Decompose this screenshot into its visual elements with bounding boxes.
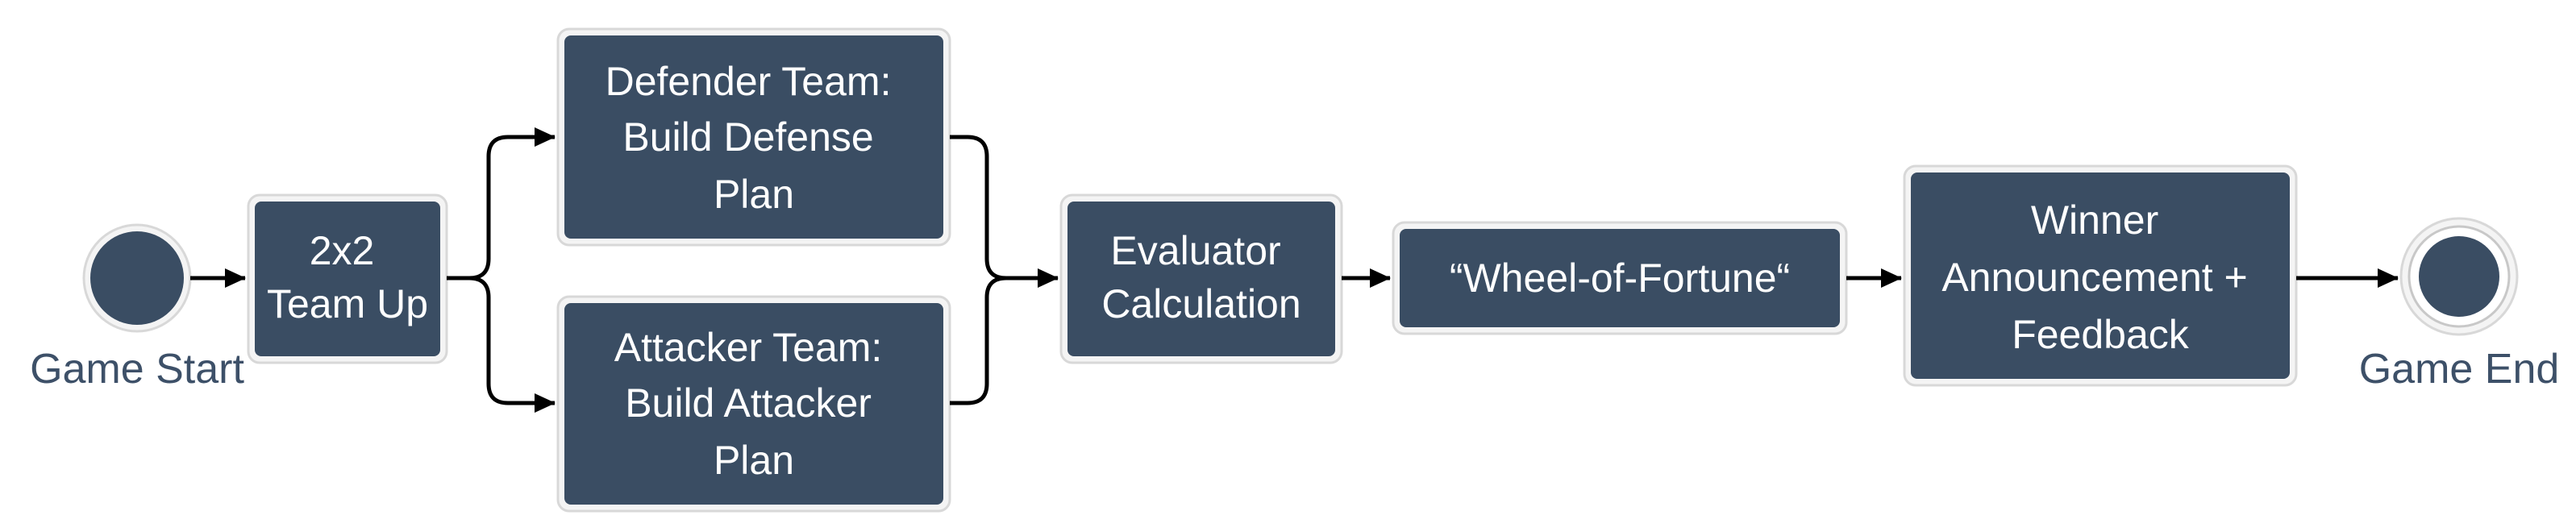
defender-box bbox=[564, 35, 943, 239]
winner-text: Winner Announcement + Feedback bbox=[1941, 197, 2258, 357]
attacker-text: Attacker Team: Build Attacker Plan bbox=[614, 325, 893, 483]
evaluator-box bbox=[1067, 202, 1335, 356]
winner-line-3: Feedback bbox=[2012, 312, 2190, 357]
attacker-line-2: Build Attacker bbox=[625, 380, 872, 426]
winner-line-1: Winner bbox=[2031, 197, 2158, 243]
team-up-line-1: 2x2 bbox=[310, 228, 375, 273]
evaluator-line-2: Calculation bbox=[1101, 281, 1300, 326]
end-event-label: Game End bbox=[2359, 346, 2560, 393]
defender-task: Defender Team: Build Defense Plan bbox=[556, 27, 951, 247]
team-up-text: 2x2 Team Up bbox=[267, 228, 428, 326]
attacker-box bbox=[564, 303, 943, 505]
wheel-of-fortune-box bbox=[1400, 229, 1840, 327]
defender-text: Defender Team: Build Defense Plan bbox=[606, 59, 903, 217]
evaluator-task: Evaluator Calculation bbox=[1059, 193, 1343, 364]
evaluator-line-1: Evaluator bbox=[1110, 228, 1280, 273]
defender-to-evaluator-arrow bbox=[950, 135, 1059, 288]
winner-line-2: Announcement + bbox=[1941, 255, 2247, 300]
attacker-task: Attacker Team: Build Attacker Plan bbox=[556, 295, 951, 513]
evaluator-text: Evaluator Calculation bbox=[1101, 228, 1300, 326]
wheel-of-fortune-text: “Wheel-of-Fortune“ bbox=[1450, 256, 1790, 301]
teamup-to-attacker-arrow bbox=[447, 276, 556, 413]
defender-line-1: Defender Team: bbox=[606, 59, 892, 104]
winner-task: Winner Announcement + Feedback bbox=[1903, 164, 2298, 387]
wheel-of-fortune-task: “Wheel-of-Fortune“ bbox=[1392, 221, 1848, 335]
defender-line-2: Build Defense bbox=[622, 114, 873, 160]
team-up-box bbox=[255, 202, 440, 356]
team-up-task: 2x2 Team Up bbox=[247, 193, 448, 364]
attacker-line-3: Plan bbox=[714, 438, 794, 483]
attacker-to-evaluator-arrow bbox=[950, 276, 1007, 405]
end-event: Game End bbox=[2359, 217, 2560, 393]
attacker-line-1: Attacker Team: bbox=[614, 325, 883, 370]
start-event: Game Start bbox=[30, 223, 244, 393]
start-event-label: Game Start bbox=[30, 346, 244, 393]
defender-line-3: Plan bbox=[714, 172, 794, 217]
start-event-circle bbox=[90, 231, 184, 325]
end-event-circle bbox=[2419, 236, 2499, 317]
teamup-to-defender-arrow bbox=[447, 127, 556, 281]
team-up-line-2: Team Up bbox=[267, 281, 428, 326]
winner-box bbox=[1911, 172, 2290, 379]
